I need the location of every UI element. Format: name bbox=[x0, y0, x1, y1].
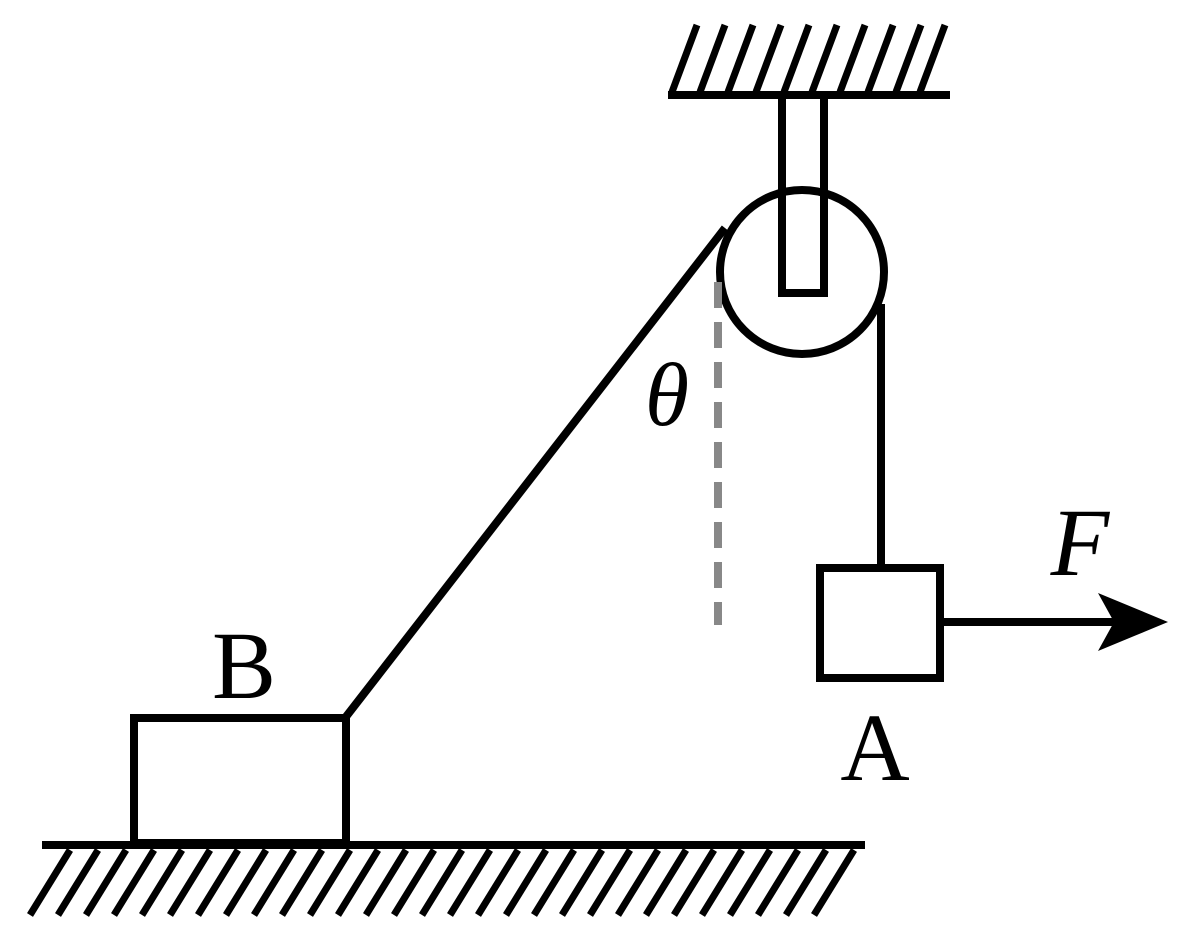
rope-to-block-b bbox=[341, 225, 729, 721]
pulley-bracket bbox=[778, 91, 828, 297]
ground-hatch-mark bbox=[279, 848, 325, 917]
ground-hatch-mark bbox=[643, 848, 689, 917]
ground-hatch-mark bbox=[587, 848, 633, 917]
ground-hatch-mark bbox=[27, 848, 73, 917]
ground-hatch-mark bbox=[363, 848, 409, 917]
ground-hatch-mark bbox=[419, 848, 465, 917]
ground-hatch-mark bbox=[167, 848, 213, 917]
ground-hatch-mark bbox=[615, 848, 661, 917]
block-b-label: B bbox=[212, 612, 276, 719]
ground-hatching bbox=[27, 848, 857, 917]
block-b bbox=[130, 714, 350, 847]
angle-label: θ bbox=[645, 346, 689, 445]
force-arrow-head bbox=[1098, 593, 1168, 651]
pulley bbox=[716, 91, 888, 358]
ground-hatch-mark bbox=[111, 848, 157, 917]
ground-hatch-mark bbox=[223, 848, 269, 917]
ground-hatch-mark bbox=[531, 848, 577, 917]
ground-hatch-mark bbox=[55, 848, 101, 917]
ground-support bbox=[27, 841, 865, 917]
force-arrow bbox=[940, 593, 1168, 651]
force-label: F bbox=[1050, 489, 1111, 596]
ground-hatch-mark bbox=[195, 848, 241, 917]
ground-hatch-mark bbox=[699, 848, 745, 917]
ground-hatch-mark bbox=[83, 848, 129, 917]
ground-hatch-mark bbox=[811, 848, 857, 917]
ground-hatch-mark bbox=[447, 848, 493, 917]
pulley-wheel bbox=[716, 186, 888, 358]
ground-hatch-mark bbox=[475, 848, 521, 917]
ceiling-support bbox=[668, 23, 950, 99]
ground-hatch-mark bbox=[559, 848, 605, 917]
ground-hatch-mark bbox=[755, 848, 801, 917]
ceiling-hatching bbox=[668, 23, 949, 94]
ground-hatch-mark bbox=[335, 848, 381, 917]
block-a bbox=[816, 564, 944, 682]
ground-hatch-mark bbox=[139, 848, 185, 917]
block-a-label: A bbox=[840, 694, 909, 801]
ground-hatch-mark bbox=[307, 848, 353, 917]
ground-hatch-mark bbox=[671, 848, 717, 917]
ground-hatch-mark bbox=[391, 848, 437, 917]
ground-hatch-mark bbox=[727, 848, 773, 917]
ground-hatch-mark bbox=[783, 848, 829, 917]
ground-hatch-mark bbox=[503, 848, 549, 917]
ground-hatch-mark bbox=[251, 848, 297, 917]
